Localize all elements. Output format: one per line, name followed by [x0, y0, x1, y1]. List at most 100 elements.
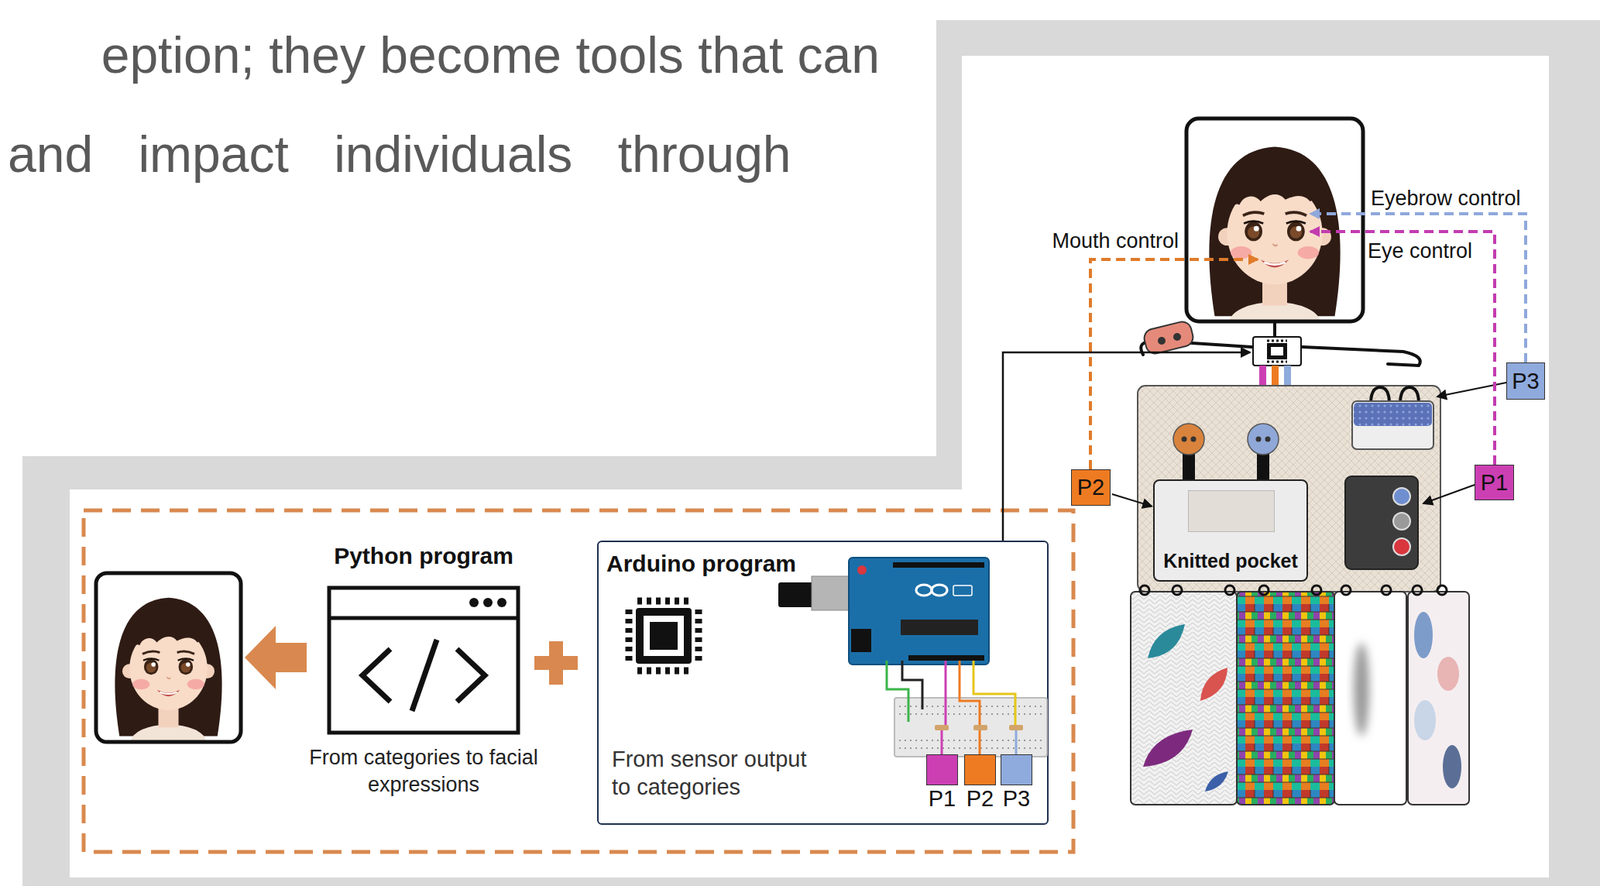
arduino-illustration — [848, 557, 989, 665]
microcontroller-chip — [1253, 336, 1302, 366]
big-arrow — [244, 625, 307, 690]
snap-buttons — [1173, 423, 1205, 455]
port-box: P1 — [1474, 464, 1515, 501]
arduino-illustration — [649, 621, 678, 650]
arduino-illustration — [978, 730, 982, 755]
arduino-illustration — [1015, 730, 1018, 755]
arduino-illustration — [899, 747, 1044, 749]
port-square-node: P3 — [1000, 754, 1033, 812]
arduino-illustration — [953, 585, 972, 596]
pocket-panel — [1187, 490, 1275, 533]
microcontroller-chip — [1253, 336, 1302, 386]
program-caption: From categories to facial expressions — [305, 744, 543, 799]
arduino-illustration — [637, 667, 694, 675]
code-window-icon — [412, 639, 437, 711]
fabric-strips — [1200, 667, 1228, 701]
arduino-illustration — [944, 660, 948, 725]
dashed-group-frame — [83, 510, 1074, 852]
arduino-illustration — [637, 597, 694, 605]
code-window-icon — [456, 648, 485, 702]
button-pad — [1345, 476, 1419, 570]
clip-ornament — [1142, 319, 1195, 356]
fabric-strips — [1412, 585, 1422, 595]
microcontroller-chip — [1266, 360, 1288, 364]
control-signal-lines — [1310, 231, 1495, 465]
fabric-strips — [1437, 656, 1460, 691]
microcontroller-chip — [1271, 365, 1279, 386]
plus-sign — [549, 641, 564, 685]
arduino-illustration — [635, 607, 692, 664]
arduino-illustration — [778, 582, 814, 608]
clip-ornament — [1173, 333, 1182, 341]
arduino-illustration — [643, 615, 684, 656]
code-window-icon — [483, 597, 493, 608]
port-box: P2 — [1071, 469, 1111, 506]
blue-fabric-pad — [1352, 387, 1434, 450]
leader-lines — [1423, 484, 1475, 504]
button-pad — [1345, 476, 1419, 570]
code-window-icon — [326, 585, 521, 735]
plus-sign — [534, 641, 578, 685]
fabric-strips — [1236, 591, 1335, 805]
program-title: Arduino program — [606, 549, 797, 578]
microcontroller-chip — [1270, 346, 1284, 356]
arduino-illustration — [851, 628, 872, 653]
arduino-illustration — [902, 660, 923, 710]
port-square — [926, 754, 958, 786]
snap-buttons — [1181, 436, 1188, 443]
fabric-strips — [1381, 585, 1391, 595]
arduino-illustration — [973, 660, 1016, 725]
snap-buttons — [1256, 436, 1262, 443]
fabric-strips — [1205, 771, 1229, 792]
fabric-strips — [1130, 585, 1470, 805]
arduino-illustration — [899, 713, 1044, 715]
program-title: Python program — [333, 542, 514, 570]
arduino-illustration — [886, 660, 909, 722]
fabric-strips — [1407, 591, 1470, 805]
arduino-illustration — [695, 609, 703, 666]
snap-buttons — [1265, 436, 1271, 443]
port-label: P1 — [928, 786, 956, 812]
fabric-strips — [1139, 585, 1150, 595]
button-pad — [1393, 538, 1411, 556]
control-signal-lines — [1090, 259, 1258, 470]
fabric-strips — [1311, 585, 1322, 595]
snap-buttons — [1247, 423, 1279, 455]
fabric-strips — [1172, 585, 1182, 595]
fabric-board — [1137, 385, 1441, 592]
control-label: Eyebrow control — [1370, 185, 1522, 211]
port-label: P3 — [1511, 370, 1539, 393]
body-text-fragment: eption; they become tools that can — [101, 24, 880, 86]
microcontroller-chip — [1266, 343, 1288, 360]
hanger — [1302, 346, 1421, 366]
port-square — [964, 754, 996, 786]
arduino-illustration — [894, 697, 1048, 757]
port-square-node: P2 — [964, 754, 996, 812]
port-label: P2 — [966, 786, 994, 812]
clip-ornament — [1142, 319, 1195, 356]
code-window-icon — [497, 597, 507, 608]
leader-arrow — [1112, 494, 1152, 507]
fabric-strips — [1341, 585, 1351, 595]
clip-ornament — [1157, 336, 1166, 345]
body-text-fragment: and impact individuals through — [7, 123, 792, 186]
control-label: Eye control — [1367, 238, 1473, 264]
fabric-strips — [1147, 624, 1185, 659]
port-box: P3 — [1506, 362, 1546, 400]
port-square-node: P1 — [926, 754, 958, 812]
code-window-icon — [329, 616, 519, 621]
fabric-strips — [1442, 745, 1462, 789]
microcontroller-chip — [1266, 339, 1288, 343]
arduino-illustration — [625, 609, 633, 666]
arduino-illustration — [1009, 724, 1024, 731]
code-window-icon — [469, 597, 479, 608]
arduino-illustration — [973, 724, 988, 731]
pocket-box: Knitted pocket — [1153, 479, 1309, 582]
fabric-strips — [1353, 642, 1370, 736]
control-label: Mouth control — [1051, 228, 1179, 254]
port-square — [1000, 754, 1033, 786]
arduino-illustration — [900, 619, 979, 636]
program-caption: From sensor output to categories — [611, 745, 825, 802]
fabric-board — [1137, 385, 1441, 592]
